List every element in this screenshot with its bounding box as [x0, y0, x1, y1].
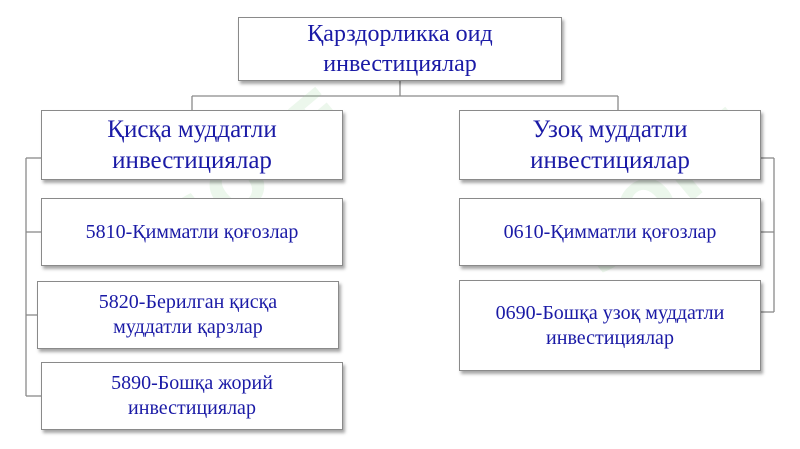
left-item-label: 5890-Бошқа жорий инвестициялар	[111, 372, 273, 419]
root-node: Қарздорликка оид инвестициялар	[238, 17, 562, 81]
right-item-label: 0610-Қимматли қоғозлар	[503, 220, 717, 243]
root-label: Қарздорликка оид инвестициялар	[307, 21, 493, 77]
left-heading-node: Қисқа муддатли инвестициялар	[41, 110, 343, 180]
right-item-node: 0610-Қимматли қоғозлар	[459, 198, 761, 266]
left-heading-label: Қисқа муддатли инвестициялар	[107, 115, 277, 174]
left-item-label: 5820-Берилган қисқа муддатли қарзлар	[98, 291, 278, 338]
right-item-label: 0690-Бошқа узоқ муддатли инвестициялар	[495, 301, 725, 349]
left-item-label: 5810-Қимматли қоғозлар	[85, 220, 299, 243]
right-heading-label: Узоқ муддатли инвестициялар	[530, 115, 690, 174]
right-heading-node: Узоқ муддатли инвестициялар	[459, 110, 761, 180]
left-item-node: 5810-Қимматли қоғозлар	[41, 198, 343, 266]
right-item-node: 0690-Бошқа узоқ муддатли инвестициялар	[459, 280, 761, 371]
left-item-node: 5890-Бошқа жорий инвестициялар	[41, 362, 343, 430]
left-item-node: 5820-Берилган қисқа муддатли қарзлар	[37, 281, 339, 349]
